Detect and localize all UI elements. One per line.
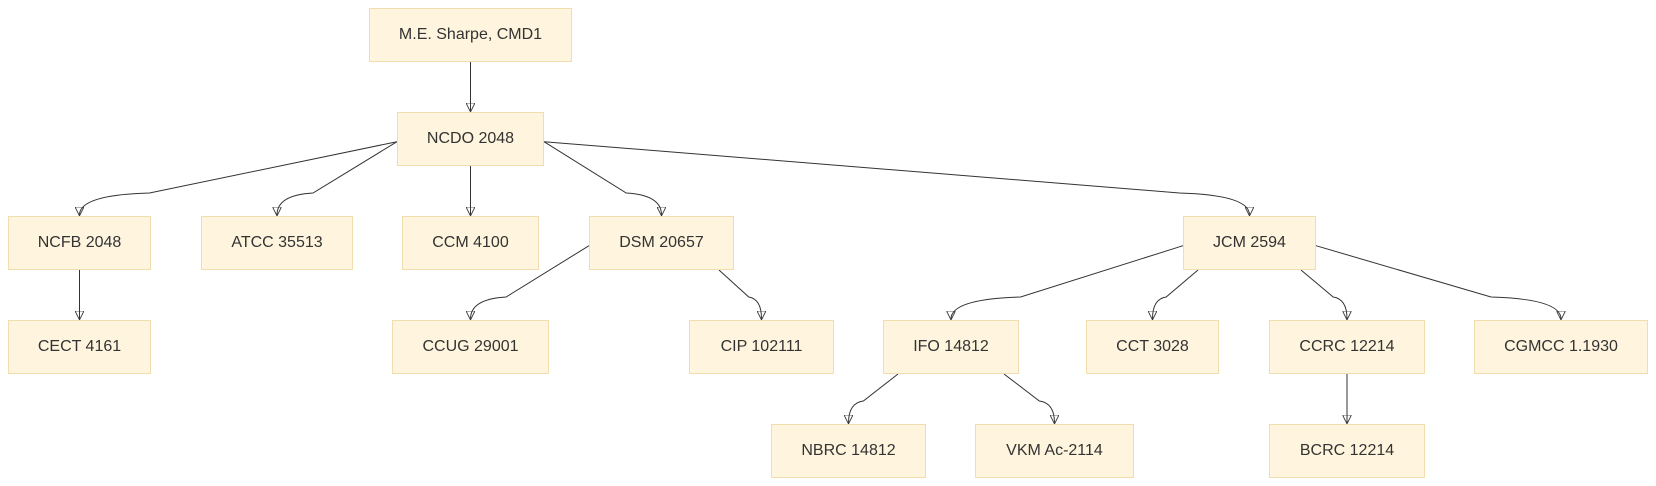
node-nbrc: NBRC 14812 (771, 424, 926, 478)
edge-dsm-to-ccug (471, 245, 590, 319)
edge-jcm-to-cct (1153, 269, 1199, 319)
edge-jcm-to-ifo (951, 245, 1184, 319)
edge-ncdo-to-dsm (543, 141, 662, 215)
edge-ifo-to-vkm (1003, 373, 1055, 423)
edge-ncdo-to-ncfb (80, 141, 398, 215)
node-ccm: CCM 4100 (402, 216, 539, 270)
node-bcrc: BCRC 12214 (1269, 424, 1425, 478)
node-cect: CECT 4161 (8, 320, 151, 374)
node-me-sharpe: M.E. Sharpe, CMD1 (369, 8, 572, 62)
edge-jcm-to-ccrc (1300, 269, 1347, 319)
edge-jcm-to-cgmcc (1315, 245, 1561, 319)
edge-ncdo-to-jcm (543, 141, 1250, 215)
node-ccrc: CCRC 12214 (1269, 320, 1425, 374)
node-jcm: JCM 2594 (1183, 216, 1316, 270)
edge-ifo-to-nbrc (849, 373, 899, 423)
node-cip: CIP 102111 (689, 320, 834, 374)
node-dsm: DSM 20657 (589, 216, 734, 270)
node-atcc: ATCC 35513 (201, 216, 353, 270)
node-ncfb: NCFB 2048 (8, 216, 151, 270)
edge-dsm-to-cip (718, 269, 762, 319)
edge-ncdo-to-atcc (277, 141, 398, 215)
node-cct: CCT 3028 (1086, 320, 1219, 374)
node-ncdo: NCDO 2048 (397, 112, 544, 166)
node-ifo: IFO 14812 (883, 320, 1019, 374)
node-ccug: CCUG 29001 (392, 320, 549, 374)
node-vkm: VKM Ac-2114 (975, 424, 1134, 478)
node-cgmcc: CGMCC 1.1930 (1474, 320, 1648, 374)
